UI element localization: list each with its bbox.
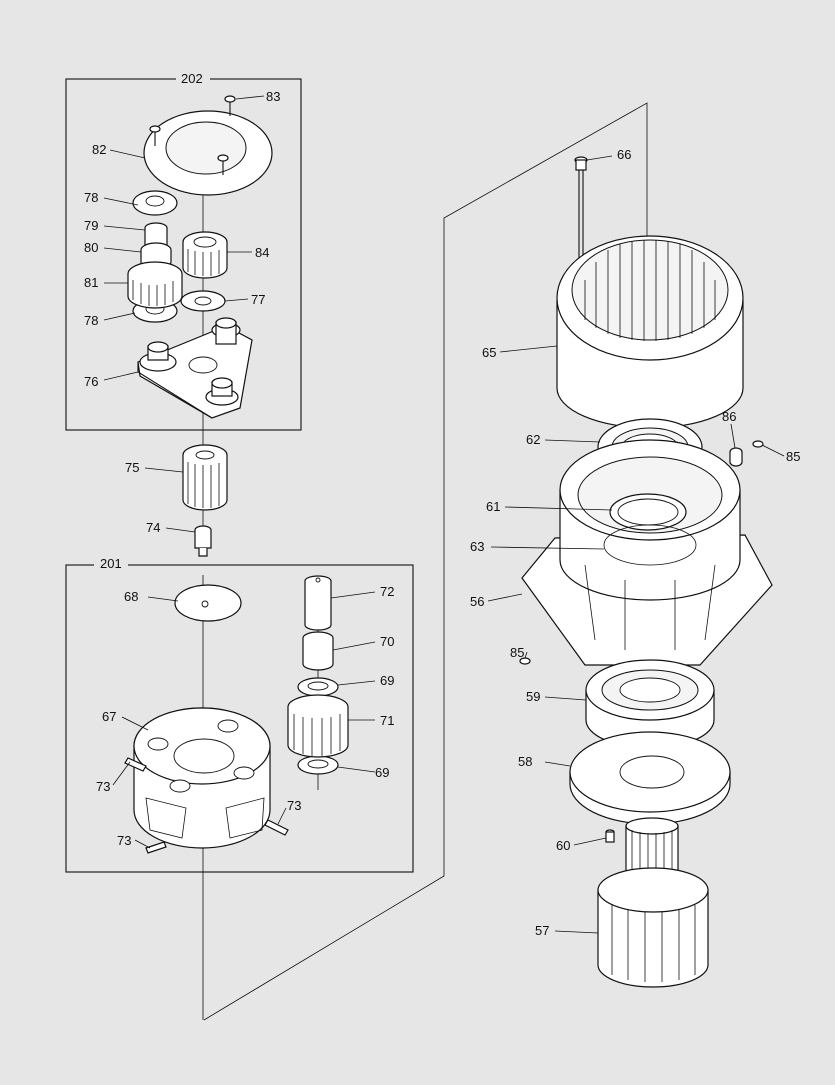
- assembly-label-201: 201: [100, 556, 122, 571]
- pin-72: [304, 575, 332, 631]
- callout-69-lower: 69: [375, 765, 389, 780]
- plug-74: [194, 525, 212, 557]
- callout-85-lower: 85: [510, 645, 524, 660]
- leader-lines: [103, 95, 785, 934]
- callout-76: 76: [84, 374, 98, 389]
- screw-83: [149, 95, 236, 175]
- callout-85: 85: [786, 449, 800, 464]
- callout-63: 63: [470, 539, 484, 554]
- callout-73: 73: [96, 779, 110, 794]
- washer-69: [297, 677, 339, 775]
- callout-69: 69: [380, 673, 394, 688]
- callout-79: 79: [84, 218, 98, 233]
- ring-gear-65: [556, 235, 744, 429]
- callout-62: 62: [526, 432, 540, 447]
- bolt-60: [605, 829, 615, 843]
- pins-73: [124, 757, 289, 854]
- callout-78: 78: [84, 190, 98, 205]
- callout-59: 59: [526, 689, 540, 704]
- seal-61: [609, 493, 687, 531]
- callout-65: 65: [482, 345, 496, 360]
- callout-61: 61: [486, 499, 500, 514]
- bearing-59: [585, 659, 715, 749]
- callout-70: 70: [380, 634, 394, 649]
- callout-67: 67: [102, 709, 116, 724]
- callout-73-right: 73: [287, 798, 301, 813]
- bushing-70: [302, 631, 334, 671]
- callout-82: 82: [92, 142, 106, 157]
- carrier-67: [133, 707, 271, 849]
- callout-81: 81: [84, 275, 98, 290]
- callout-84: 84: [255, 245, 269, 260]
- callout-71: 71: [380, 713, 394, 728]
- assembly-box-201: [65, 564, 414, 873]
- callout-labels: 83 82 78 79 80 84 81 77 78 76 75 74 68 7…: [84, 89, 800, 938]
- cover-58: [569, 731, 731, 825]
- ring-63: [603, 524, 697, 566]
- sun-gear-75: [182, 444, 228, 511]
- plug-86: [729, 447, 743, 467]
- carrier-76: [137, 317, 253, 419]
- callout-86: 86: [722, 409, 736, 424]
- callout-73-lower: 73: [117, 833, 131, 848]
- callout-56: 56: [470, 594, 484, 609]
- thrust-plate-82: [143, 110, 273, 196]
- callout-58: 58: [518, 754, 532, 769]
- bolt-66: [574, 156, 588, 265]
- planet-gear-81: [127, 261, 183, 309]
- callout-74: 74: [146, 520, 160, 535]
- callout-78-lower: 78: [84, 313, 98, 328]
- callout-66: 66: [617, 147, 631, 162]
- thrust-plate-68: [174, 584, 242, 622]
- housing-56: [521, 439, 773, 666]
- callout-77: 77: [251, 292, 265, 307]
- assembly-frames: 202 201: [65, 71, 414, 873]
- planet-gear-71: [287, 694, 349, 758]
- callout-72: 72: [380, 584, 394, 599]
- sun-gear-84: [182, 231, 228, 279]
- callout-57: 57: [535, 923, 549, 938]
- callout-80: 80: [84, 240, 98, 255]
- callout-75: 75: [125, 460, 139, 475]
- thrust-washer-77: [180, 290, 226, 312]
- callout-68: 68: [124, 589, 138, 604]
- assembly-label-202: 202: [181, 71, 203, 86]
- callout-83: 83: [266, 89, 280, 104]
- callout-60: 60: [556, 838, 570, 853]
- pinion-shaft-57: [597, 817, 709, 988]
- plug-85: [519, 440, 764, 665]
